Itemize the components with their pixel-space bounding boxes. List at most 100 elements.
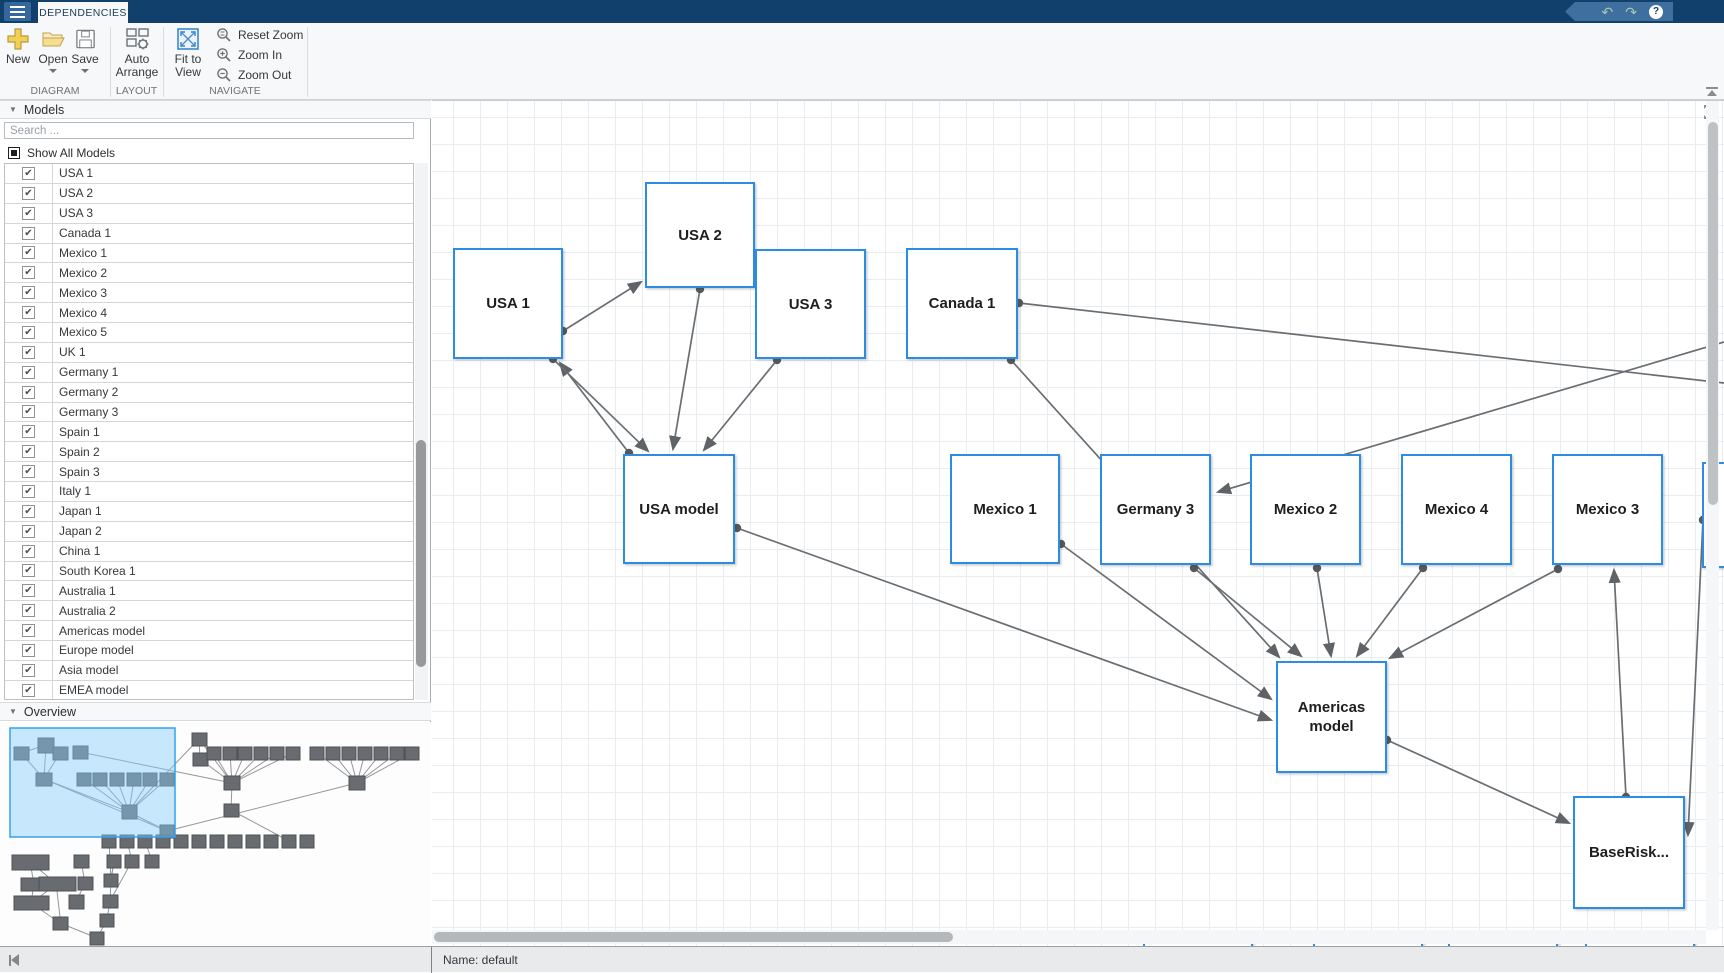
node-usa-2[interactable]: USA 2 [645,182,755,288]
zoom-out-button[interactable]: Zoom Out [216,67,291,83]
model-checkbox-cell[interactable]: ✔ [5,164,53,183]
model-row[interactable]: ✔Spain 3 [5,462,413,482]
model-row[interactable]: ✔Europe model [5,641,413,661]
model-row[interactable]: ✔Germany 2 [5,382,413,403]
node-usa-1[interactable]: USA 1 [453,248,563,359]
model-row[interactable]: ✔USA 2 [5,183,413,204]
model-checkbox[interactable]: ✔ [22,226,35,240]
model-row[interactable]: ✔China 1 [5,541,413,562]
help-icon[interactable]: ? [1649,4,1663,19]
model-row[interactable]: ✔Australia 2 [5,601,413,622]
model-row[interactable]: ✔Germany 3 [5,402,413,423]
model-checkbox[interactable]: ✔ [22,524,35,538]
model-checkbox-cell[interactable]: ✔ [5,303,53,322]
undo-icon[interactable]: ↶ [1601,3,1614,20]
model-checkbox-cell[interactable]: ✔ [5,382,53,402]
model-checkbox[interactable]: ✔ [22,445,35,459]
model-checkbox[interactable]: ✔ [22,206,35,220]
model-checkbox-cell[interactable]: ✔ [5,601,53,621]
model-checkbox-cell[interactable]: ✔ [5,263,53,283]
model-checkbox[interactable]: ✔ [22,266,35,280]
model-row[interactable]: ✔Japan 1 [5,501,413,522]
model-checkbox[interactable]: ✔ [22,663,35,677]
model-checkbox-cell[interactable]: ✔ [5,541,53,561]
search-input[interactable] [4,122,414,139]
show-all-models-toggle[interactable]: Show All Models [8,144,115,161]
model-checkbox[interactable]: ✔ [22,385,35,399]
model-row[interactable]: ✔Mexico 2 [5,263,413,284]
node-americas-model[interactable]: Americas model [1276,661,1387,773]
model-checkbox[interactable]: ✔ [22,643,35,657]
canvas-vertical-scrollbar-thumb[interactable] [1707,122,1718,505]
model-checkbox[interactable]: ✔ [22,166,35,180]
model-row[interactable]: ✔Japan 2 [5,521,413,542]
model-row[interactable]: ✔Spain 1 [5,422,413,443]
model-checkbox-cell[interactable]: ✔ [5,621,53,640]
model-checkbox-cell[interactable]: ✔ [5,402,53,422]
model-checkbox-cell[interactable]: ✔ [5,183,53,203]
model-row[interactable]: ✔Asia model [5,660,413,681]
node-germany-3[interactable]: Germany 3 [1100,454,1211,565]
fit-to-view-button[interactable]: Fit to View [166,27,210,79]
collapse-triangle-icon[interactable]: ▼ [9,105,17,114]
model-checkbox[interactable]: ✔ [22,306,35,320]
model-row[interactable]: ✔EMEA model [5,680,413,699]
save-button[interactable]: Save [70,27,100,73]
model-checkbox[interactable]: ✔ [22,325,35,339]
model-checkbox[interactable]: ✔ [22,345,35,359]
node-usa-model[interactable]: USA model [623,454,735,564]
model-checkbox-cell[interactable]: ✔ [5,482,53,501]
model-list-scrollbar[interactable] [415,163,428,700]
tab-dependencies[interactable]: DEPENDENCIES [38,2,128,23]
model-row[interactable]: ✔UK 1 [5,342,413,363]
model-checkbox-cell[interactable]: ✔ [5,680,53,699]
model-checkbox-cell[interactable]: ✔ [5,203,53,223]
save-dropdown-caret[interactable] [81,69,89,73]
minimap-viewport[interactable] [9,727,176,838]
node-mexico-3[interactable]: Mexico 3 [1552,454,1663,565]
model-checkbox[interactable]: ✔ [22,405,35,419]
model-checkbox[interactable]: ✔ [22,186,35,200]
model-checkbox[interactable]: ✔ [22,544,35,558]
model-row[interactable]: ✔Mexico 4 [5,303,413,323]
model-checkbox[interactable]: ✔ [22,465,35,479]
zoom-in-button[interactable]: Zoom In [216,47,282,63]
new-button[interactable]: New [2,27,34,66]
model-row[interactable]: ✔Americas model [5,621,413,641]
model-checkbox[interactable]: ✔ [22,683,35,697]
canvas-vertical-scrollbar[interactable] [1706,101,1719,930]
model-checkbox-cell[interactable]: ✔ [5,660,53,680]
model-row[interactable]: ✔Mexico 5 [5,323,413,343]
overview-panel-header[interactable]: ▼ Overview [0,702,431,721]
model-checkbox-cell[interactable]: ✔ [5,581,53,601]
model-row[interactable]: ✔Australia 1 [5,581,413,602]
models-panel-header[interactable]: ▼ Models [0,100,431,119]
model-row[interactable]: ✔South Korea 1 [5,561,413,582]
hamburger-menu-icon[interactable] [4,2,31,21]
node-mexico-2[interactable]: Mexico 2 [1250,454,1361,565]
model-checkbox-cell[interactable]: ✔ [5,641,53,660]
model-checkbox[interactable]: ✔ [22,504,35,518]
model-checkbox[interactable]: ✔ [22,425,35,439]
model-row[interactable]: ✔Canada 1 [5,223,413,244]
skip-to-start-icon[interactable] [9,954,19,966]
model-row[interactable]: ✔Germany 1 [5,362,413,383]
node-mexico-1[interactable]: Mexico 1 [950,454,1060,564]
model-checkbox[interactable]: ✔ [22,365,35,379]
model-checkbox-cell[interactable]: ✔ [5,223,53,243]
collapse-triangle-icon[interactable]: ▼ [9,707,17,716]
model-checkbox-cell[interactable]: ✔ [5,243,53,263]
model-checkbox-cell[interactable]: ✔ [5,342,53,362]
open-dropdown-caret[interactable] [49,69,57,73]
node-canada-1[interactable]: Canada 1 [906,248,1018,359]
auto-arrange-button[interactable]: Auto Arrange [112,27,162,79]
model-checkbox[interactable]: ✔ [22,624,35,638]
node-usa-3[interactable]: USA 3 [755,249,866,359]
node-baserisk[interactable]: BaseRisk... [1573,796,1685,909]
model-checkbox[interactable]: ✔ [22,286,35,300]
model-checkbox-cell[interactable]: ✔ [5,362,53,382]
model-list-scrollbar-thumb[interactable] [416,440,426,667]
collapse-ribbon-icon[interactable] [1705,87,1719,98]
model-row[interactable]: ✔USA 3 [5,203,413,224]
